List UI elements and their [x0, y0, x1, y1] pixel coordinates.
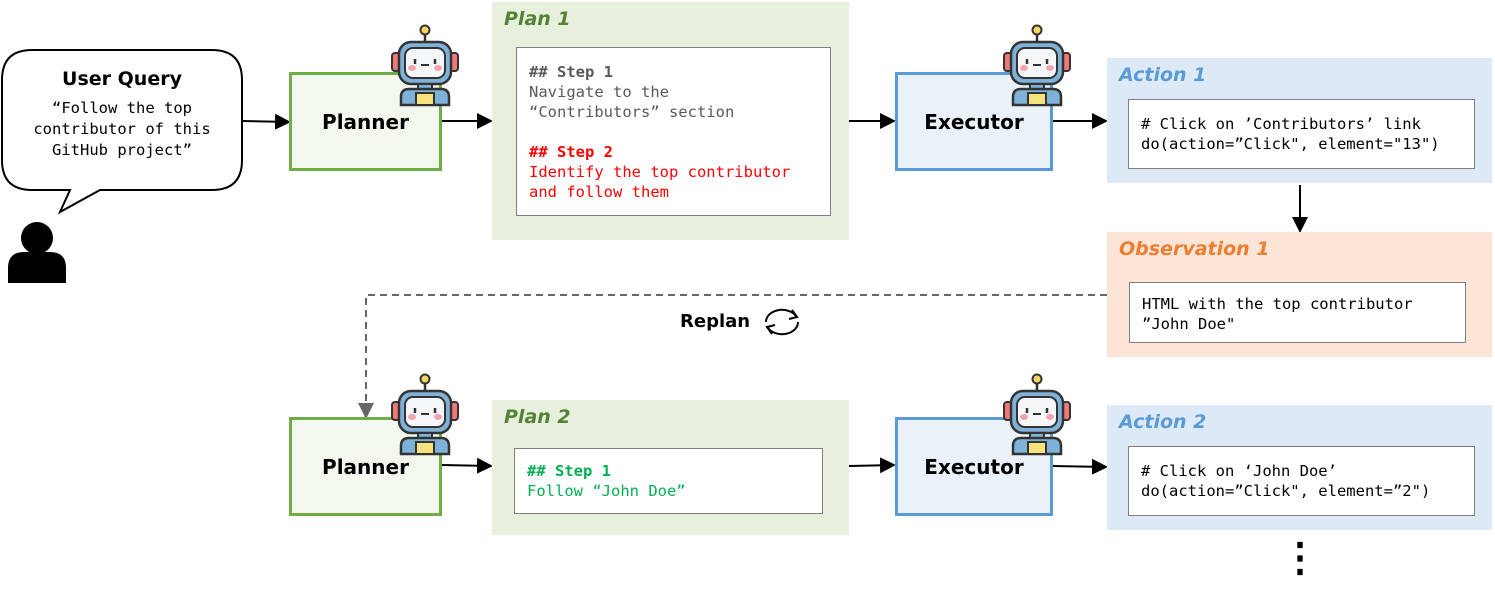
plan-2-panel: Plan 2 ## Step 1 Follow “John Doe” [492, 400, 849, 535]
user-query-title: User Query [62, 68, 182, 90]
cycle-icon [764, 308, 800, 336]
action-1-title: Action 1 [1119, 64, 1207, 86]
executor-1: Executor [895, 72, 1053, 171]
observation-1-panel: Observation 1 HTML with the top contribu… [1107, 232, 1492, 357]
robot-icon [388, 372, 462, 456]
executor-label: Executor [924, 109, 1024, 134]
action-1-code: # Click on ’Contributors’ link do(action… [1128, 99, 1475, 169]
step-heading: ## Step 2 [529, 143, 613, 161]
robot-icon [1000, 372, 1074, 456]
user-query: User Query “Follow the top contributor o… [2, 68, 242, 161]
plan-2-title: Plan 2 [504, 406, 571, 428]
step-heading: ## Step 1 [527, 462, 611, 480]
planner-label: Planner [322, 109, 409, 134]
arrow [441, 457, 493, 474]
user-icon [8, 222, 66, 283]
user-query-text: “Follow the top contributor of this GitH… [33, 99, 211, 159]
plan-1-content: ## Step 1 Navigate to the “Contributors” … [516, 47, 831, 216]
arrow [241, 113, 291, 130]
step-text: Identify the top contributor and follow … [529, 163, 791, 201]
replan-label: Replan [680, 311, 751, 332]
step-text: Navigate to the “Contributors” section [529, 83, 735, 121]
planner-1: Planner [289, 72, 442, 171]
observation-1-title: Observation 1 [1119, 238, 1270, 260]
arrow [848, 457, 896, 474]
robot-icon [1000, 23, 1074, 107]
robot-icon [388, 23, 462, 107]
observation-1-text: HTML with the top contributor ”John Doe" [1129, 282, 1466, 343]
planner-label: Planner [322, 454, 409, 479]
arrow [1052, 458, 1108, 475]
action-2-code: # Click on ‘John Doe’ do(action=”Click",… [1128, 446, 1475, 516]
step-text: Follow “John Doe” [527, 482, 686, 500]
action-2-title: Action 2 [1119, 411, 1207, 433]
plan-2-content: ## Step 1 Follow “John Doe” [514, 448, 823, 514]
action-1-panel: Action 1 # Click on ’Contributors’ link … [1107, 58, 1492, 183]
plan-1-title: Plan 1 [504, 8, 571, 30]
action-2-panel: Action 2 # Click on ‘John Doe’ do(action… [1107, 405, 1492, 530]
plan-1-panel: Plan 1 ## Step 1 Navigate to the “Contrib… [492, 2, 849, 240]
executor-label: Executor [924, 454, 1024, 479]
continuation-ellipsis: ⋮ [1280, 536, 1320, 580]
speech-bubble [1, 49, 243, 215]
replan-dashed-arrow [358, 294, 1107, 419]
step-heading: ## Step 1 [529, 63, 613, 81]
